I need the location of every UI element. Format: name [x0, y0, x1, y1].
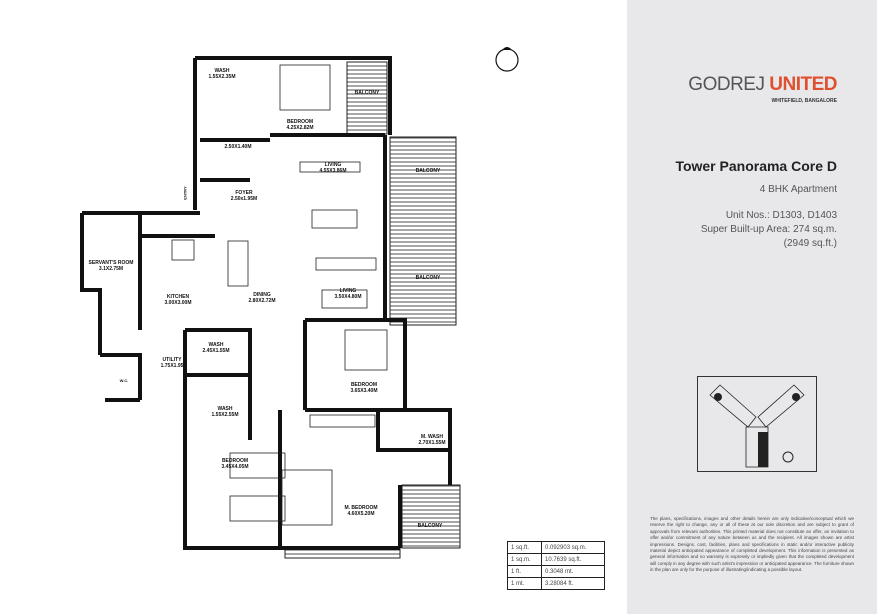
room-label-balcony: BALCONY — [415, 168, 441, 174]
furniture — [171, 64, 388, 526]
table-row: 1 sq.ft.0.092903 sq.m. — [507, 541, 605, 554]
table-row: 1 ft.0.3048 mt. — [507, 565, 605, 578]
balcony-bottom-right — [401, 484, 461, 549]
project-title: Tower Panorama Core D — [675, 158, 837, 174]
super-built-up-area: Super Built-up Area: 274 sq.m. — [700, 224, 837, 235]
apartment-type: 4 BHK Apartment — [759, 184, 837, 195]
cell: 3.28084 ft. — [541, 577, 605, 590]
disclaimer-text: The plans, specifications, images and ot… — [650, 516, 854, 573]
table-row: 1 mt.3.28084 ft. — [507, 577, 605, 590]
room-label-wc: W.C. — [119, 378, 129, 383]
info-panel — [627, 0, 877, 614]
floor-plan — [80, 47, 519, 559]
area-sqft: (2949 sq.ft.) — [783, 238, 837, 249]
unit-numbers: Unit Nos.: D1303, D1403 — [725, 210, 837, 221]
north-compass-icon — [495, 47, 519, 72]
brand-location: WHITEFIELD, BANGALORE — [771, 98, 837, 104]
walls — [80, 56, 452, 550]
cell: 1 sq.m. — [507, 553, 542, 566]
balcony-right — [389, 136, 457, 326]
brand-name: GODREJ — [688, 74, 765, 95]
key-plan-diagram — [697, 376, 817, 472]
brand-name-accent: UNITED — [769, 74, 837, 95]
entry-label: ENTRY — [182, 186, 188, 200]
cell: 1 mt. — [507, 577, 542, 590]
brand-logo: GODREJ UNITED — [688, 74, 837, 96]
cell: 0.3048 mt. — [541, 565, 605, 578]
cell: 0.092903 sq.m. — [541, 541, 605, 554]
room-label-balcony: BALCONY — [354, 90, 380, 96]
balcony-top — [346, 61, 388, 135]
cell: 1 ft. — [507, 565, 542, 578]
cell: 1 sq.ft. — [507, 541, 542, 554]
cell: 10.7639 sq.ft. — [541, 553, 605, 566]
unit-conversion-table: 1 sq.ft.0.092903 sq.m. 1 sq.m.10.7639 sq… — [507, 541, 605, 590]
table-row: 1 sq.m.10.7639 sq.ft. — [507, 553, 605, 566]
room-label-balcony: BALCONY — [417, 523, 443, 529]
room-label-balcony: BALCONY — [415, 275, 441, 281]
